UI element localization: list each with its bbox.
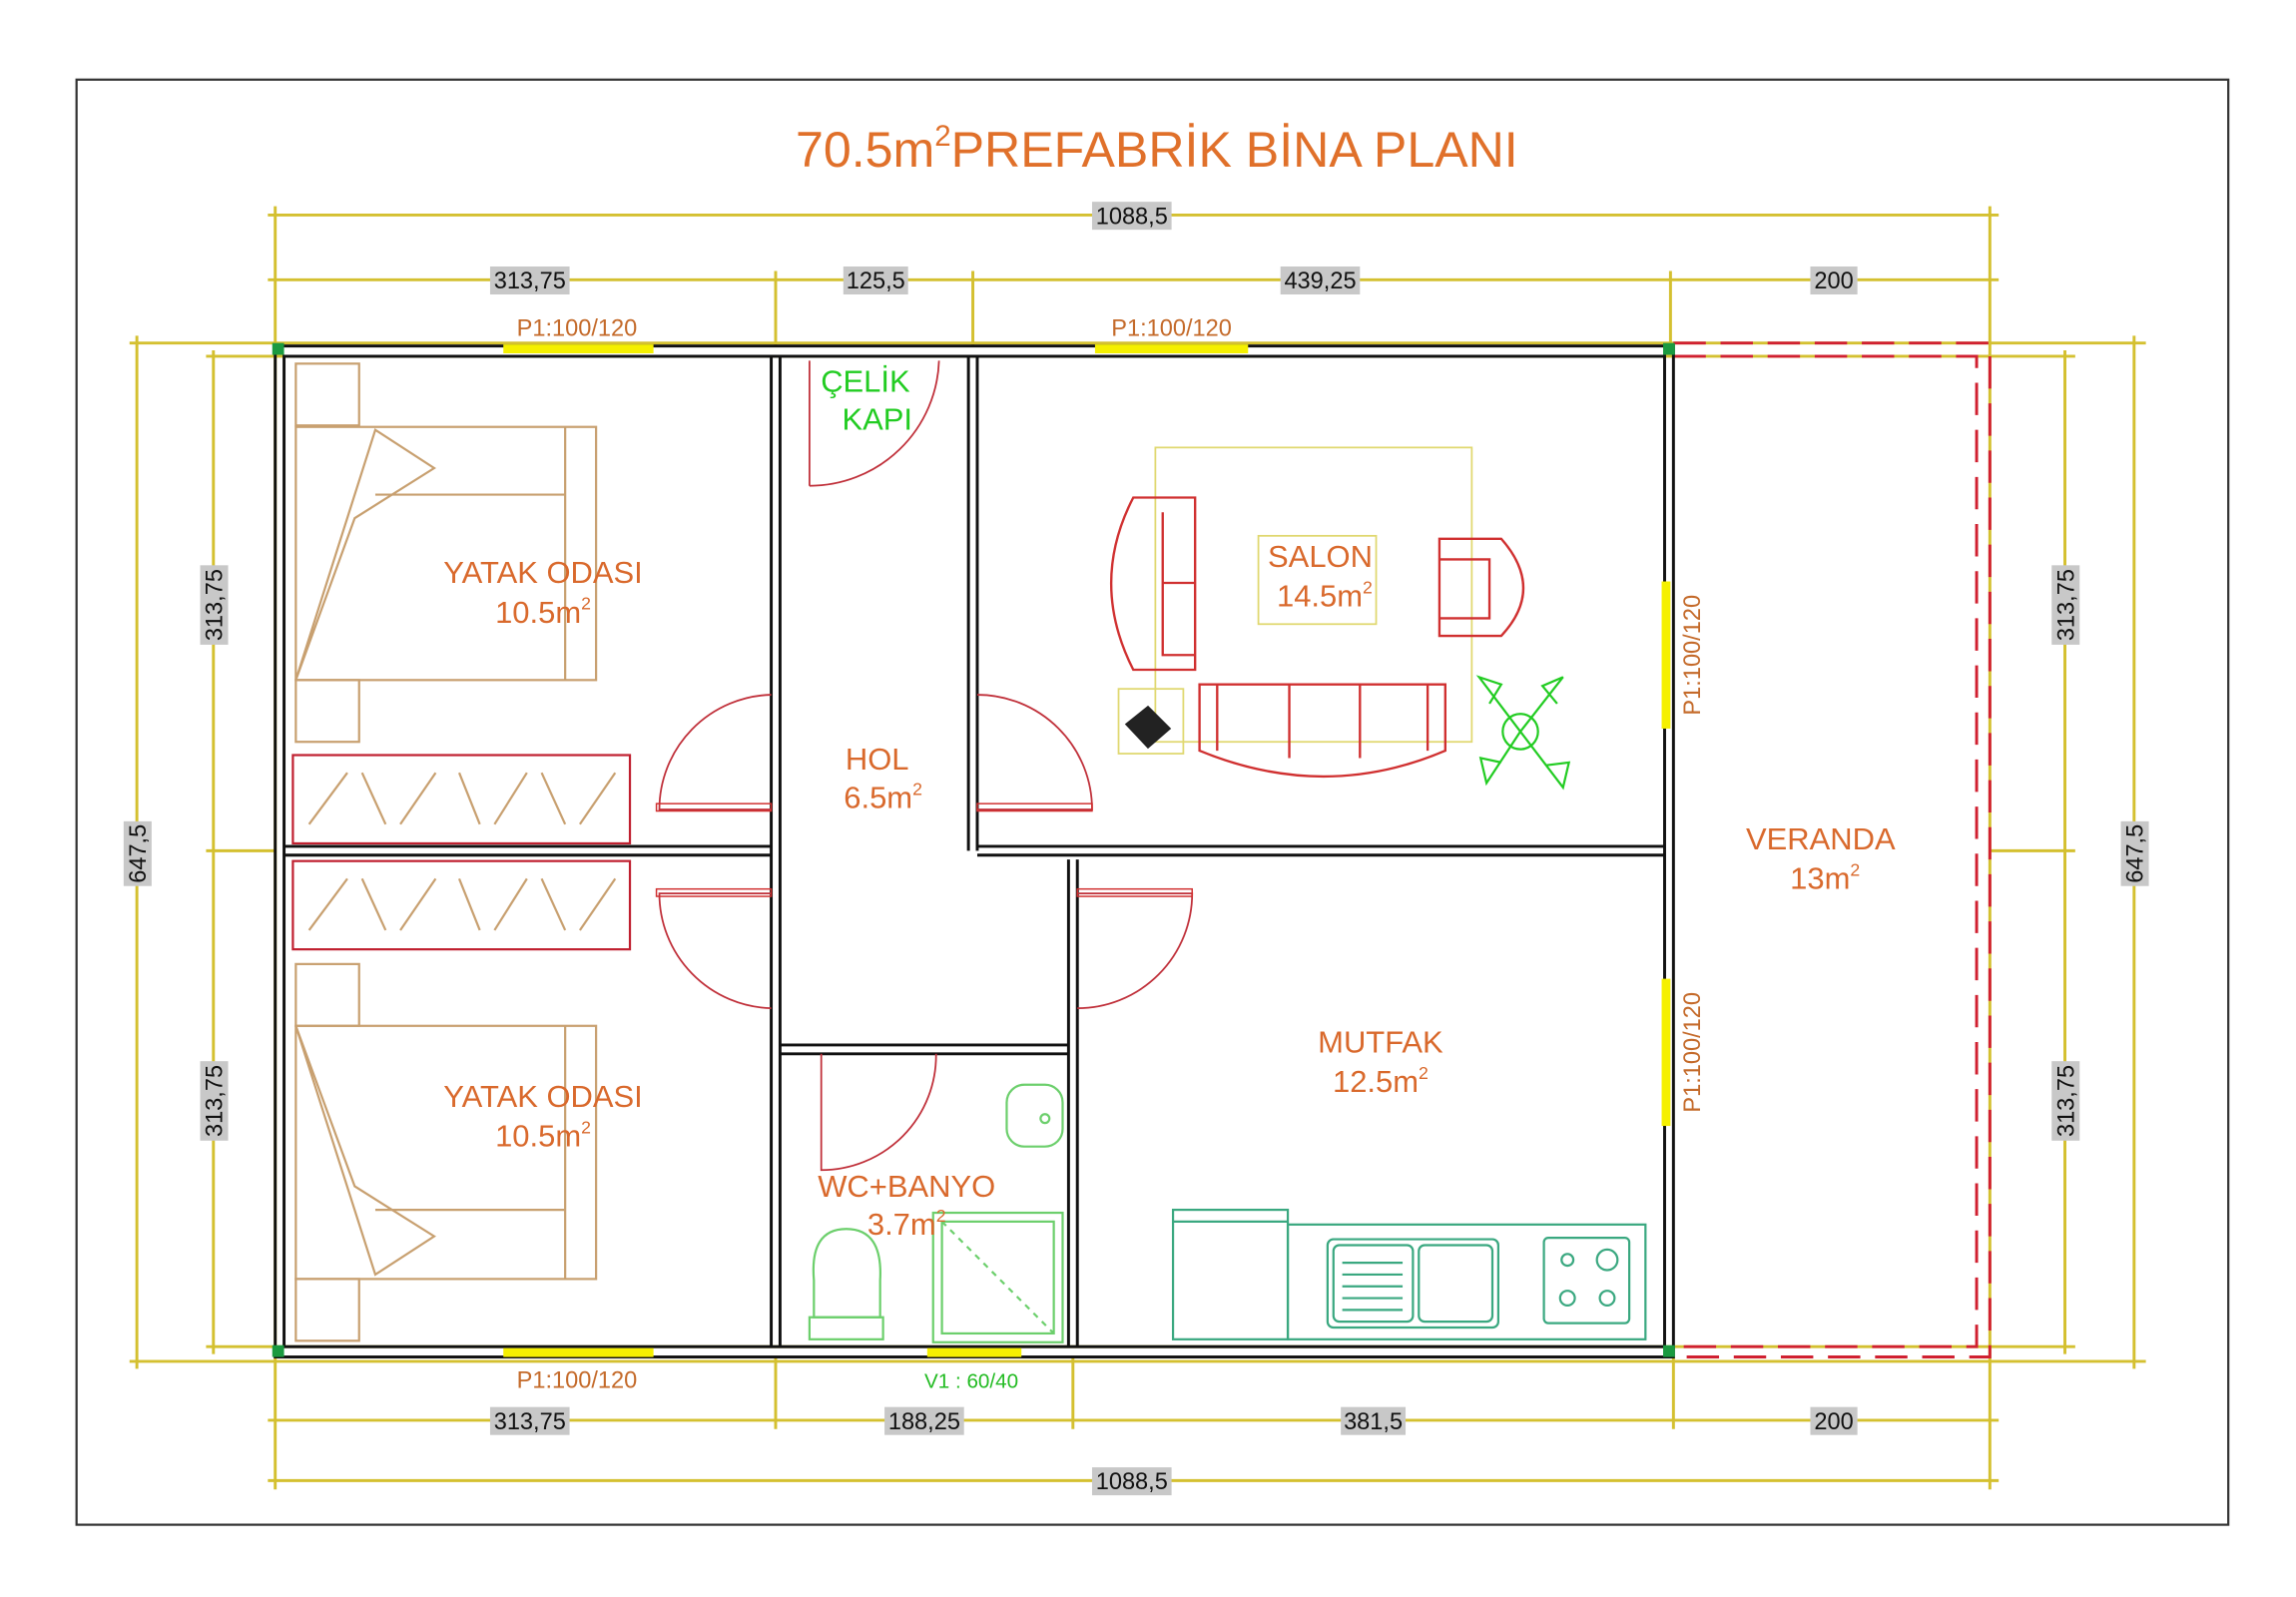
dim-top-2: 125,5 xyxy=(843,266,908,295)
veranda-outline xyxy=(1673,341,1992,1358)
dim-right-total: 647,5 xyxy=(2120,820,2149,886)
dim-right-2: 313,75 xyxy=(2051,1061,2080,1141)
bed-icon xyxy=(294,362,598,744)
svg-text:200: 200 xyxy=(1814,1408,1853,1434)
svg-text:647,5: 647,5 xyxy=(125,824,151,883)
walls xyxy=(272,342,1675,1358)
svg-text:1088,5: 1088,5 xyxy=(1096,1468,1168,1494)
svg-text:381,5: 381,5 xyxy=(1344,1408,1403,1434)
svg-text:125,5: 125,5 xyxy=(847,267,905,293)
room-label-salon: SALON xyxy=(1268,539,1373,574)
door-label-kapi: KAPI xyxy=(842,402,912,437)
svg-text:1088,5: 1088,5 xyxy=(1096,203,1168,229)
dim-top-3: 439,25 xyxy=(1280,266,1361,295)
room-area-veranda: 13m2 xyxy=(1790,859,1860,895)
dim-top-total: 1088,5 xyxy=(1091,202,1172,231)
door-swings xyxy=(655,360,1194,1172)
room-area-mutfak: 12.5m2 xyxy=(1333,1063,1429,1099)
drawing-frame xyxy=(75,78,2230,1526)
room-label-mutfak: MUTFAK xyxy=(1318,1024,1443,1059)
plan-title: 70.5m2PREFABRİK BİNA PLANI xyxy=(796,120,1518,178)
window-label-bedroom1: P1:100/120 xyxy=(517,314,638,340)
dim-left-total: 647,5 xyxy=(123,820,152,886)
svg-text:313,75: 313,75 xyxy=(494,267,566,293)
svg-text:313,75: 313,75 xyxy=(2052,569,2078,641)
room-area-bedroom1: 10.5m2 xyxy=(495,594,591,630)
dim-left-1: 313,75 xyxy=(200,565,229,645)
room-area-wc: 3.7m2 xyxy=(867,1206,946,1242)
dim-top-1: 313,75 xyxy=(489,266,570,295)
svg-text:313,75: 313,75 xyxy=(494,1408,566,1434)
room-label-wc: WC+BANYO xyxy=(818,1169,995,1204)
dim-bottom-3: 381,5 xyxy=(1341,1406,1407,1435)
door-label-celik: ÇELİK xyxy=(821,363,910,398)
window-label-salon: P1:100/120 xyxy=(1111,314,1232,340)
room-label-bedroom2: YATAK ODASI xyxy=(443,1079,643,1114)
dim-bottom-total: 1088,5 xyxy=(1091,1467,1172,1496)
svg-text:647,5: 647,5 xyxy=(2122,824,2148,883)
plant-icon xyxy=(1475,675,1571,791)
window-label-bedroom2: P1:100/120 xyxy=(517,1366,638,1392)
toilet-icon xyxy=(808,1228,884,1340)
window-label-salon-right: P1:100/120 xyxy=(1679,595,1705,716)
sofa-set-icon xyxy=(1109,446,1524,778)
svg-text:313,75: 313,75 xyxy=(2052,1065,2078,1137)
bed-icon xyxy=(294,962,598,1342)
window-label-mutfak-right: P1:100/120 xyxy=(1679,992,1705,1113)
svg-text:200: 200 xyxy=(1814,267,1853,293)
dim-right-1: 313,75 xyxy=(2051,565,2080,645)
room-area-salon: 14.5m2 xyxy=(1277,577,1373,613)
dim-bottom-2: 188,25 xyxy=(884,1406,964,1435)
wardrobe-icon xyxy=(291,754,632,951)
kitchen-counter-icon xyxy=(1171,1208,1647,1340)
room-label-veranda: VERANDA xyxy=(1746,821,1896,856)
dim-bottom-4: 200 xyxy=(1810,1406,1858,1435)
svg-text:188,25: 188,25 xyxy=(888,1408,960,1434)
window-label-wc: V1 : 60/40 xyxy=(924,1369,1018,1392)
svg-text:313,75: 313,75 xyxy=(202,1065,228,1137)
dim-top-4: 200 xyxy=(1810,266,1858,295)
room-label-bedroom1: YATAK ODASI xyxy=(443,555,643,590)
dim-bottom-1: 313,75 xyxy=(489,1406,570,1435)
room-area-bedroom2: 10.5m2 xyxy=(495,1117,591,1153)
sink-icon xyxy=(1005,1083,1064,1148)
window-marks xyxy=(503,344,1671,1357)
svg-text:439,25: 439,25 xyxy=(1284,267,1356,293)
svg-text:313,75: 313,75 xyxy=(202,569,228,641)
shower-icon xyxy=(931,1211,1064,1343)
room-label-hol: HOL xyxy=(846,742,909,777)
room-area-hol: 6.5m2 xyxy=(844,779,922,814)
dim-left-2: 313,75 xyxy=(200,1061,229,1141)
